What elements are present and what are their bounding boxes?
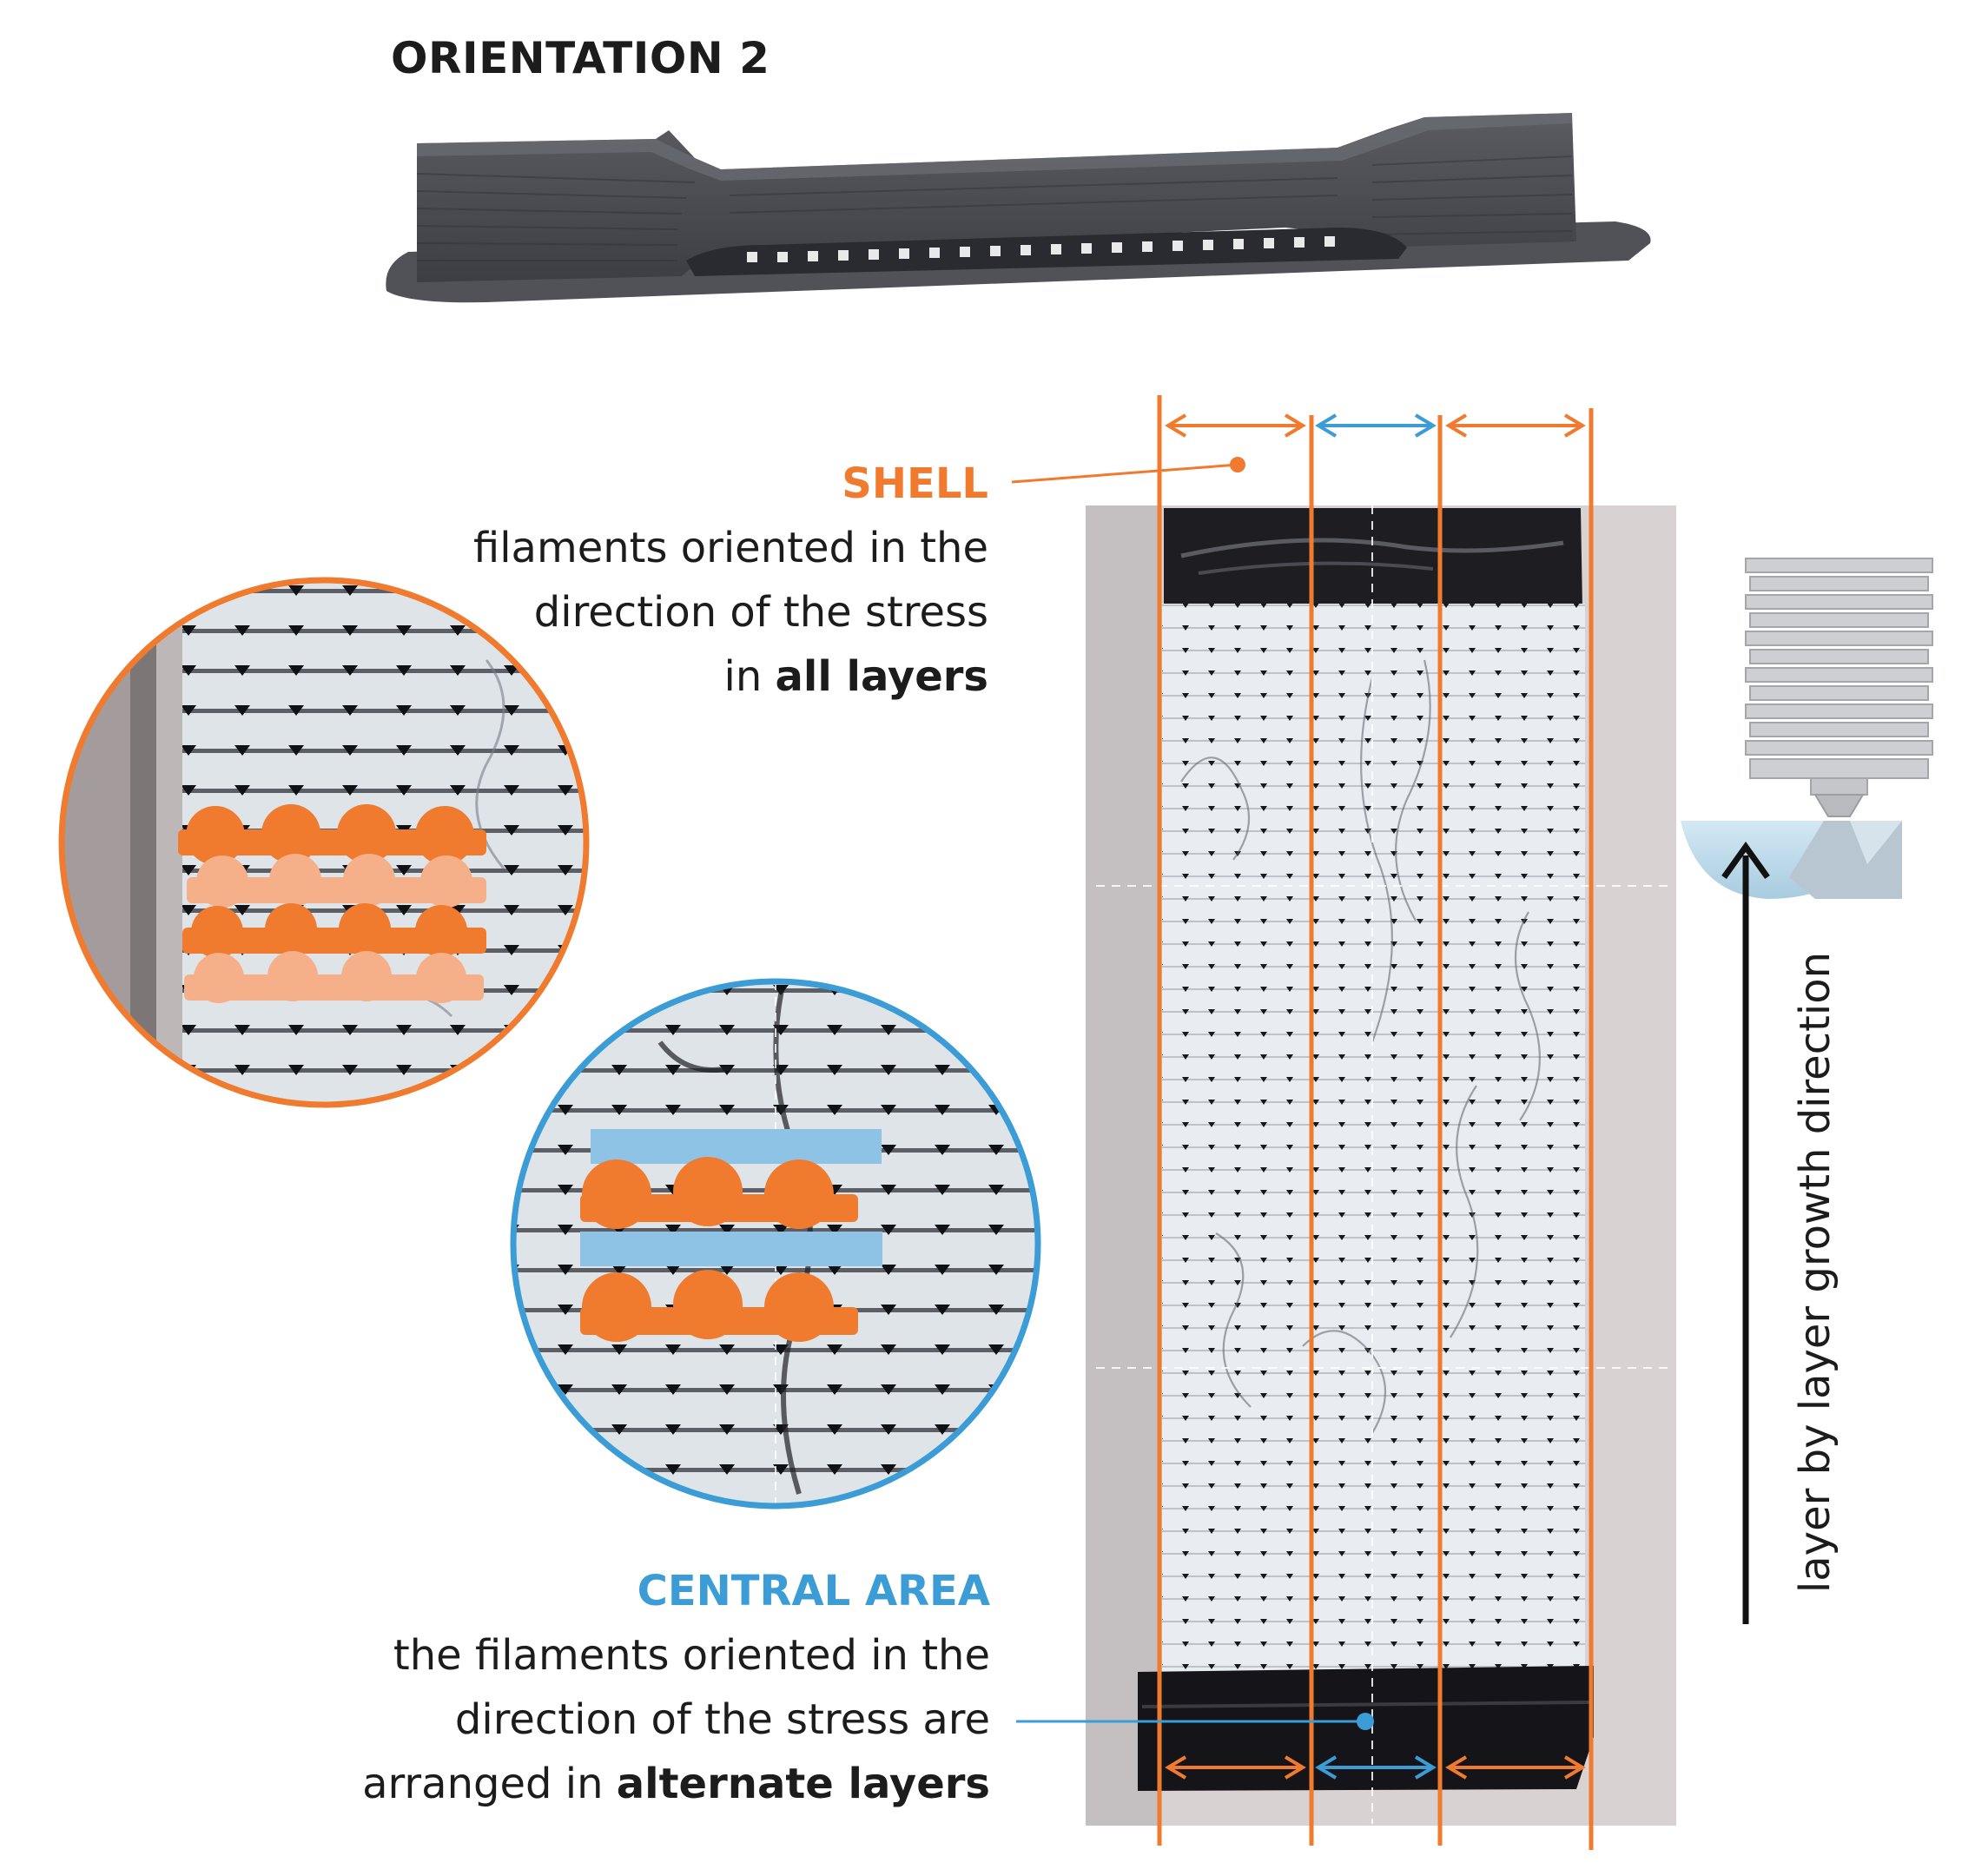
shell-emphasis: all layers — [775, 652, 988, 701]
central-width-arrow-bottom — [1315, 1755, 1437, 1780]
central-heading: CENTRAL AREA — [637, 1567, 990, 1615]
shell-description-line-3: in all layers — [473, 644, 988, 709]
shell-description-line-2: direction of the stress — [533, 588, 988, 637]
shell-line3-prefix: in — [723, 652, 776, 701]
shell-zoom-circle — [58, 577, 590, 1108]
shell-annotation: SHELL filaments oriented in the directio… — [473, 452, 988, 709]
printed-specimen-photo — [386, 113, 1651, 303]
central-annotation: CENTRAL AREA the filaments oriented in t… — [362, 1559, 990, 1816]
central-filament-layers — [580, 1129, 882, 1342]
shell-width-arrows-top — [1165, 413, 1586, 438]
central-emphasis: alternate layers — [616, 1760, 990, 1808]
central-description-line-2: direction of the stress are — [454, 1695, 990, 1744]
shell-width-arrows-bottom — [1165, 1755, 1586, 1780]
page-title: ORIENTATION 2 — [391, 33, 770, 83]
cross-section-photo — [1086, 505, 1676, 1826]
shell-filament-layers — [178, 804, 486, 1003]
central-width-arrow-top — [1315, 413, 1437, 438]
central-leader-line — [1016, 1713, 1374, 1730]
central-description-line-3: arranged in alternate layers — [362, 1752, 990, 1816]
shell-heading: SHELL — [842, 459, 988, 508]
shell-leader-line — [1011, 457, 1245, 484]
shell-description-line-1: filaments oriented in the — [472, 524, 988, 572]
printer-nozzle-icon — [1681, 558, 1933, 899]
growth-direction-label: layer by layer growth direction — [1791, 951, 1840, 1594]
zone-boundary-lines — [1157, 395, 1594, 1850]
central-line3-prefix: arranged in — [362, 1760, 617, 1808]
central-description-line-1: the filaments oriented in the — [393, 1631, 990, 1680]
central-zoom-circle — [510, 978, 1041, 1509]
growth-direction-arrow-icon — [1721, 841, 1770, 1624]
